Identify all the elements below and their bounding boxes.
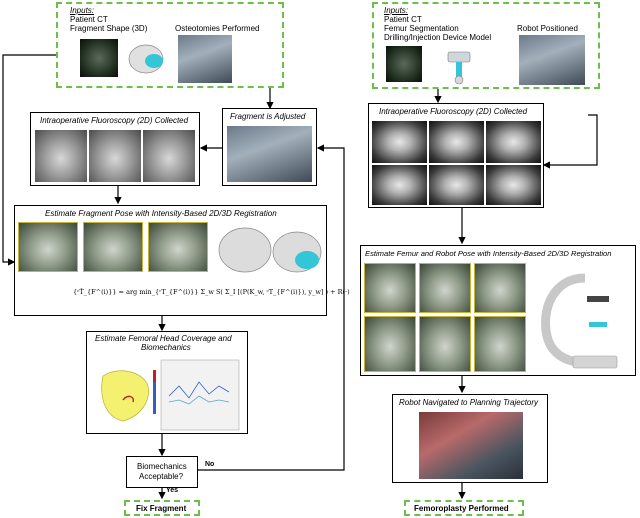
right-fluoro-image-1 (372, 121, 427, 163)
arrow-right-fluoro-loop (542, 114, 598, 169)
arrow-decision-no (198, 144, 345, 471)
pelvis-model-icon (218, 227, 322, 273)
left-registration-equation: {ᶜT̂_{F^(i)}} = arg min_{ᶜT_{F^(i)}} Σ_w… (73, 288, 350, 296)
right-registration-image-6 (474, 316, 526, 372)
right-registration-title: Estimate Femur and Robot Pose with Inten… (365, 249, 612, 258)
right-fluoro-image-6 (486, 165, 541, 205)
right-fluoro-title: Intraoperative Fluoroscopy (2D) Collecte… (379, 107, 528, 116)
femoral-title-line-2: Biomechanics (141, 343, 191, 352)
decision-box: Biomechanics Acceptable? (126, 456, 198, 488)
femoral-title-line-1: Estimate Femoral Head Coverage and (95, 334, 232, 343)
right-fluoro-image-4 (372, 165, 427, 205)
fix-fragment-label: Fix Fragment (136, 504, 187, 513)
left-fluoro-box: Intraoperative Fluoroscopy (2D) Collecte… (30, 112, 200, 186)
robot-positioned-photo (519, 35, 585, 85)
decision-yes-label: Yes (166, 487, 179, 494)
arrow-inputs-to-registration (2, 54, 70, 266)
right-robot-positioned-label: Robot Positioned (517, 24, 578, 33)
left-fluoro-image-1 (35, 130, 87, 182)
left-input-patient-ct: Patient CT (70, 15, 108, 24)
decision-no-label: No (205, 461, 215, 468)
fragment-adjusted-box: Fragment is Adjusted (222, 108, 317, 186)
decision-line-1: Biomechanics (137, 462, 187, 471)
decision-line-2: Acceptable? (139, 472, 184, 481)
right-input-femur-segmentation: Femur Segmentation (384, 24, 459, 33)
right-registration-image-4 (364, 316, 416, 372)
left-registration-image-2 (83, 222, 143, 272)
left-input-fragment-shape: Fragment Shape (3D) (70, 24, 148, 33)
robot-navigated-title: Robot Navigated to Planning Trajectory (399, 398, 539, 407)
femoral-coverage-figure (101, 359, 240, 431)
right-inputs-box: Inputs: Patient CT Femur Segmentation Dr… (372, 2, 600, 89)
right-fluoro-image-2 (429, 121, 484, 163)
left-registration-image-3 (148, 222, 208, 272)
fragment-shape-icon (128, 44, 164, 74)
right-registration-image-3 (474, 263, 526, 313)
left-inputs-box: Inputs: Patient CT Fragment Shape (3D) O… (56, 2, 284, 88)
right-inputs-title: Inputs: (384, 6, 409, 15)
femoroplasty-box: Femoroplasty Performed (404, 500, 524, 516)
left-osteotomies-label: Osteotomies Performed (175, 24, 260, 33)
robot-navigated-photo (419, 412, 523, 479)
osteotomies-photo (178, 35, 232, 83)
right-input-device-model: Drilling/Injection Device Model (384, 33, 492, 42)
right-registration-image-1 (364, 263, 416, 313)
left-registration-image-1 (18, 222, 78, 272)
right-fluoro-box: Intraoperative Fluoroscopy (2D) Collecte… (368, 103, 544, 208)
right-registration-image-5 (419, 316, 471, 372)
left-inputs-title: Inputs: (70, 6, 95, 15)
right-fluoro-image-5 (429, 165, 484, 205)
left-registration-box: Estimate Fragment Pose with Intensity-Ba… (14, 205, 350, 316)
left-registration-title: Estimate Fragment Pose with Intensity-Ba… (45, 209, 277, 218)
femoroplasty-label: Femoroplasty Performed (414, 504, 509, 513)
c-arm-model-icon (541, 273, 618, 369)
left-fluoro-image-2 (89, 130, 141, 182)
left-ct-image (80, 39, 118, 77)
fix-fragment-box: Fix Fragment (124, 500, 200, 516)
right-registration-image-2 (419, 263, 471, 313)
left-fluoro-title: Intraoperative Fluoroscopy (2D) Collecte… (40, 116, 189, 125)
right-fluoro-image-3 (486, 121, 541, 163)
fragment-adjusted-photo (227, 126, 312, 182)
femoral-coverage-box: Estimate Femoral Head Coverage and Biome… (86, 331, 248, 434)
device-model-icon (447, 51, 471, 85)
fragment-adjusted-title: Fragment is Adjusted (230, 112, 306, 121)
robot-navigated-box: Robot Navigated to Planning Trajectory (392, 394, 548, 483)
right-input-patient-ct: Patient CT (384, 15, 422, 24)
right-registration-box: Estimate Femur and Robot Pose with Inten… (360, 245, 636, 376)
right-ct-image (386, 46, 422, 82)
left-fluoro-image-3 (143, 130, 195, 182)
